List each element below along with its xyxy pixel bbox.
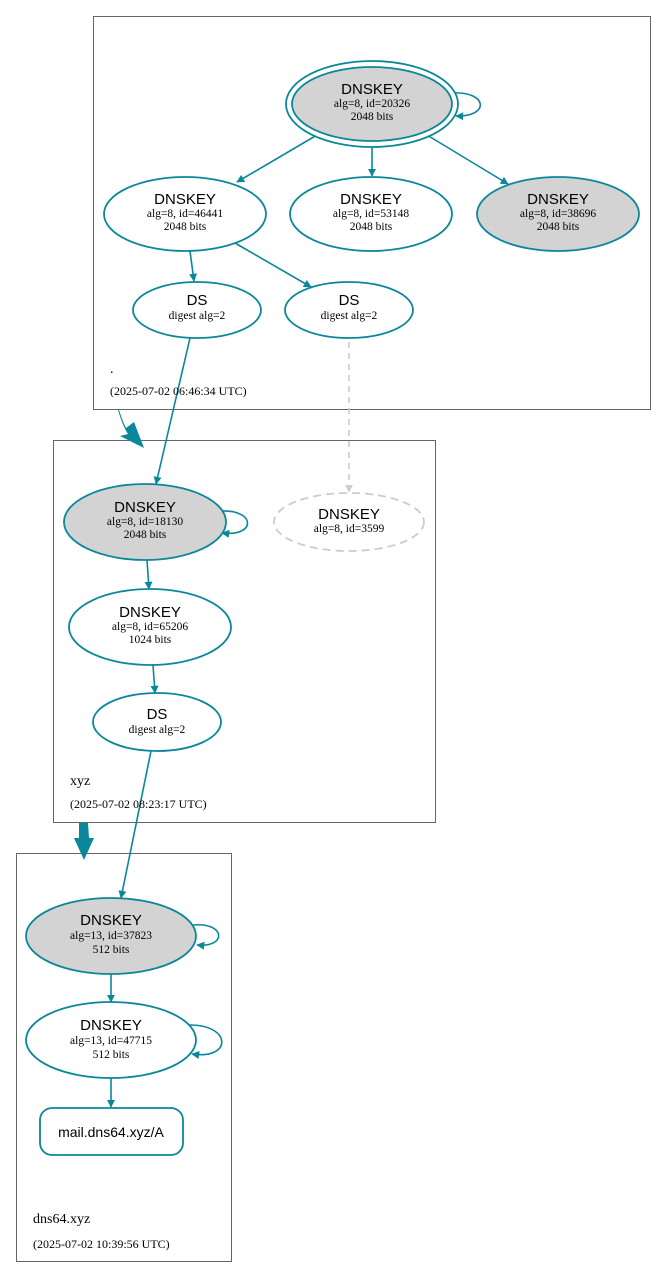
root-ksk2-line2: 2048 bits	[537, 221, 580, 233]
root-ds1-title: DS	[187, 292, 208, 309]
delegation-arrow-root-to-xyz	[118, 410, 144, 448]
dns64-zsk-node: DNSKEY alg=13, id=47715 512 bits	[25, 1001, 197, 1079]
edge-xyz-ksk-self	[221, 510, 249, 538]
root-zsk2-line2: 2048 bits	[350, 221, 393, 233]
edge-root-ksk-self	[451, 92, 482, 121]
root-ksk-node: DNSKEY alg=8, id=20326 2048 bits	[285, 60, 459, 148]
edge-dns64-ksk-self	[192, 924, 220, 950]
root-ksk2-node: DNSKEY alg=8, id=38696 2048 bits	[476, 176, 640, 252]
root-ds2-line1: digest alg=2	[321, 310, 378, 322]
zone-xyz-timestamp: (2025-07-02 08:23:17 UTC)	[70, 797, 207, 811]
edge-zsk1-to-ds2	[234, 242, 312, 288]
edge-ds1-to-xyz-ksk	[153, 337, 191, 485]
xyz-ds-title: DS	[147, 706, 168, 723]
dns64-zsk-title: DNSKEY	[80, 1017, 142, 1034]
root-zsk1-title: DNSKEY	[154, 191, 216, 208]
root-ds1-line1: digest alg=2	[169, 310, 226, 322]
xyz-zsk-node: DNSKEY alg=8, id=65206 1024 bits	[68, 588, 232, 666]
root-zsk2-title: DNSKEY	[340, 191, 402, 208]
dns64-rr-label: mail.dns64.xyz/A	[58, 1124, 164, 1140]
zone-root-timestamp: (2025-07-02 06:46:34 UTC)	[110, 384, 247, 398]
xyz-ds-node: DS digest alg=2	[92, 692, 222, 752]
root-zsk1-line1: alg=8, id=46441	[147, 208, 223, 220]
dns64-zsk-line1: alg=13, id=47715	[70, 1035, 152, 1047]
edge-xyz-ds-to-dns64-ksk	[118, 750, 152, 899]
root-zsk2-node: DNSKEY alg=8, id=53148 2048 bits	[289, 176, 453, 252]
root-zsk1-node: DNSKEY alg=8, id=46441 2048 bits	[103, 176, 267, 252]
xyz-missing-node: DNSKEY alg=8, id=3599	[273, 492, 425, 552]
xyz-ds-line1: digest alg=2	[129, 724, 186, 736]
zone-dns64-name: dns64.xyz	[33, 1212, 90, 1227]
dns64-ksk-node: DNSKEY alg=13, id=37823 512 bits	[25, 897, 197, 975]
edge-xyz-ksk-to-zsk	[144, 559, 153, 590]
zone-dns64-timestamp: (2025-07-02 10:39:56 UTC)	[33, 1237, 170, 1251]
dns64-ksk-line2: 512 bits	[93, 944, 130, 956]
root-zsk2-line1: alg=8, id=53148	[333, 208, 409, 220]
xyz-zsk-line2: 1024 bits	[129, 634, 172, 646]
xyz-ksk-line2: 2048 bits	[124, 529, 167, 541]
xyz-ksk-title: DNSKEY	[114, 499, 176, 516]
delegation-arrow-xyz-to-dns64	[74, 823, 94, 860]
root-ds2-node: DS digest alg=2	[284, 281, 414, 339]
root-ksk2-title: DNSKEY	[527, 191, 589, 208]
xyz-zsk-title: DNSKEY	[119, 604, 181, 621]
dns64-ksk-title: DNSKEY	[80, 912, 142, 929]
root-ksk-line1: alg=8, id=20326	[334, 98, 410, 110]
dns64-ksk-line1: alg=13, id=37823	[70, 930, 152, 942]
edge-root-ksk-to-zsk1	[236, 134, 318, 183]
xyz-missing-title: DNSKEY	[318, 506, 380, 523]
edge-xyz-zsk-to-ds	[150, 664, 159, 694]
root-ds2-title: DS	[339, 292, 360, 309]
root-ksk-line2: 2048 bits	[351, 111, 394, 123]
dns64-zsk-line2: 512 bits	[93, 1049, 130, 1061]
root-ds1-node: DS digest alg=2	[132, 281, 262, 339]
edge-dns64-zsk-self	[189, 1024, 223, 1060]
dns64-rr-node: mail.dns64.xyz/A	[39, 1107, 184, 1156]
root-zsk1-line2: 2048 bits	[164, 221, 207, 233]
xyz-missing-line1: alg=8, id=3599	[314, 523, 385, 535]
edge-zsk1-to-ds1	[189, 250, 198, 282]
root-ksk2-line1: alg=8, id=38696	[520, 208, 596, 220]
xyz-zsk-line1: alg=8, id=65206	[112, 621, 188, 633]
zone-root-name: .	[110, 362, 114, 377]
xyz-ksk-line1: alg=8, id=18130	[107, 516, 183, 528]
zone-xyz-name: xyz	[70, 774, 90, 789]
root-ksk-title: DNSKEY	[341, 81, 403, 98]
edge-root-ksk-to-ksk2	[426, 134, 509, 185]
xyz-ksk-node: DNSKEY alg=8, id=18130 2048 bits	[63, 483, 227, 561]
